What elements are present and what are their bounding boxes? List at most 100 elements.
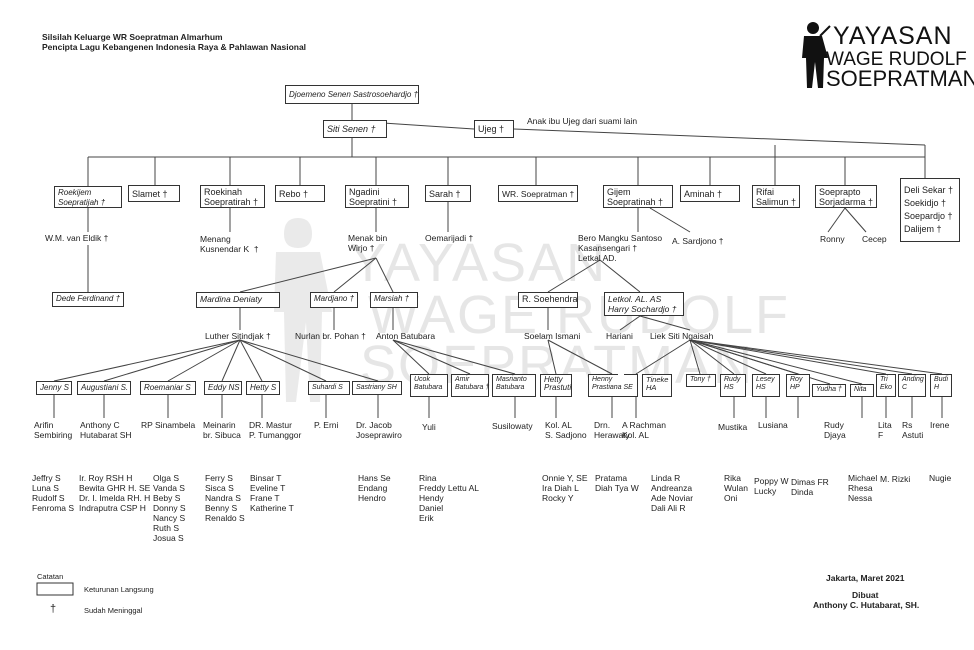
gen4-spouse: Anthony C Hutabarat SH (80, 420, 132, 440)
gen4-spouse: Lita F (878, 420, 892, 440)
logo-line-1: YAYASAN (833, 22, 953, 50)
mardina-box: Mardina Deniaty (196, 292, 280, 308)
spouse-bero: Bero Mangku Santoso Kasansengari † Letka… (578, 233, 663, 263)
spouse-eldik: W.M. van Eldik † (45, 233, 109, 243)
gijem-box: Gijem Soepratinah † (603, 185, 673, 208)
chart-title: Silsilah Keluarge WR Soepratman Almarhum (42, 32, 223, 42)
spouse-menak: Menak bin Wirjo † (348, 233, 388, 253)
chart-subtitle: Pencipta Lagu Kebangenen Indonesia Raya … (42, 42, 307, 52)
gen4-box: Roy HP (786, 374, 810, 397)
gen4-box: Yudha † (812, 384, 846, 397)
slamet-box: Slamet † (128, 185, 180, 202)
gen4-spouse: A Rachman Kol. AL (622, 420, 666, 440)
watermark-figure (274, 218, 332, 402)
gen5-children: Linda R Andreanza Ade Noviar Dali Ali R (651, 473, 694, 513)
ngadini-box: Ngadini Soepratini † (345, 185, 409, 208)
legend-dagger-icon: † (50, 603, 57, 615)
gen4-spouse: Mustika (718, 422, 748, 432)
gen4-box-spacer (618, 374, 624, 376)
gen5-children: Rina Freddy Lettu AL Hendy Daniel Erik (419, 473, 480, 523)
gen4-box: Rudy HS (720, 374, 746, 397)
watermark-line-2: WAGE RUDOLF (368, 285, 791, 345)
gen4-spouse: Rs Astuti (902, 420, 924, 440)
logo-line-2: WAGE RUDOLF (826, 49, 967, 70)
spouse-hariani: Hariani (606, 331, 633, 341)
root-ancestor: Djoemeno Senen Sastrosoehardjo † (285, 85, 419, 104)
gen4-spouse: Irene (930, 420, 950, 430)
child-cecep: Cecep (862, 234, 887, 244)
gen4-spouse: P. Erni (314, 420, 339, 430)
spouse-soelam: Soelam Ismani (524, 331, 581, 341)
ujeg-box: Ujeg † (474, 120, 514, 138)
soehendra-box: R. Soehendra (518, 292, 578, 308)
gen4-spouse: Susilowaty (492, 421, 533, 431)
gen5-children: Binsar T Eveline T Frane T Katherine T (250, 473, 294, 513)
gen5-children: Hans Se Endang Hendro (358, 473, 391, 503)
gen4-box: Roemaniar S (140, 381, 196, 395)
gen4-box: Lesey HS (752, 374, 780, 397)
gen4-spouse: Dr. Jacob Joseprawiro (356, 420, 402, 440)
gen4-box: Nita (850, 384, 874, 397)
violinist-logo-icon (802, 22, 831, 88)
letkol-box: Letkol. AL. AS Harry Sochardjo † (604, 292, 684, 316)
deli-sekar-box: Deli Sekar † Soekidjo † Soepardjo † Dali… (900, 178, 960, 242)
gen5-children: Onnie Y, SE Ira Diah L Rocky Y (542, 473, 588, 503)
spouse-liek: Liek Siti Ngaisah (650, 331, 714, 341)
gen4-box: Augustiani S. (77, 381, 131, 395)
gen5-children: Olga S Vanda S Beby S Donny S Nancy S Ru… (153, 473, 186, 543)
gen5-children: Michael Rhesa Nessa (848, 473, 878, 503)
gen4-spouse: DR. Mastur P. Tumanggor (249, 420, 302, 440)
gen4-spouse: Lusiana (758, 420, 788, 430)
gen5-children: Jeffry S Luna S Rudolf S Fenroma S (32, 473, 75, 513)
marsiah-box: Marsiah † (370, 292, 418, 308)
sarah-box: Sarah † (425, 185, 471, 202)
wr-soepratman-box: WR. Soepratman † (498, 185, 578, 202)
gen5-children: Nugie (929, 473, 952, 483)
gen5-children: M. Rizki (880, 474, 911, 484)
rifai-box: Rifai Salimun † (752, 185, 800, 208)
gen5-children: Rika Wulan Oni (724, 473, 748, 503)
gen4-box: Masrianto Batubara (492, 374, 536, 397)
child-ronny: Ronny (820, 234, 845, 244)
gen5-children: Pratama Diah Tya W (595, 473, 639, 493)
gen4-box: Jenny S (36, 381, 72, 395)
footer-author: Anthony C. Hutabarat, SH. (813, 600, 920, 610)
spouse-sardjono: A. Sardjono † (672, 236, 724, 246)
gen4-box: Ucok Batubara (410, 374, 448, 397)
watermark-line-1: YAYASAN (350, 233, 608, 293)
gen4-spouse: Drn. Herawaty (594, 420, 630, 440)
spouse-menang: Menang Kusnendar K † (200, 234, 259, 254)
gen4-spouse: Yuli (422, 422, 436, 432)
gen4-box: Tineke HA (642, 374, 672, 397)
gen4-spouse: RP Sinambela (141, 420, 196, 430)
gen4-box: Eddy NS (204, 381, 242, 395)
gen4-box: Suhardi S (308, 381, 350, 395)
gen5-children: Ir. Roy RSH H Bewita GHR H. SE Dr. I. Im… (79, 473, 151, 513)
roekijem-box: Roekijem Soepratijah † (54, 186, 122, 208)
gen4-spouse: Kol. AL S. Sadjono (545, 420, 587, 440)
gen4-box: Hetty S (246, 381, 280, 395)
footer-made-by: Dibuat (852, 590, 879, 600)
legend-title: Catatan (37, 572, 64, 581)
gen4-spouse: Rudy Djaya (824, 420, 846, 440)
footer-place-date: Jakarta, Maret 2021 (826, 573, 905, 583)
gen4-box: Hetty Prastuti (540, 374, 572, 397)
gen4-box: Tony † (686, 374, 716, 387)
gen5-children: Poppy W Lucky (754, 476, 789, 496)
spouse-anton: Anton Batubara (376, 331, 436, 341)
logo-line-3: SOEPRATMAN (826, 66, 974, 91)
soeprapto-box: Soeprapto Sorjadarma † (815, 185, 877, 208)
half-sibling-note: Anak ibu Ujeg dari suami lain (527, 116, 638, 126)
gen4-box: Budi H (930, 374, 952, 397)
gen4-box: Tri Eko (876, 374, 896, 397)
spouse-oemarijadi: Oemarijadi † (425, 233, 474, 243)
aminah-box: Aminah † (680, 185, 740, 202)
mardjano-box: Mardjano † (310, 292, 358, 308)
rebo-box: Rebo † (275, 185, 325, 202)
gen4-spouse: Meinarin br. Sibuca (203, 420, 241, 440)
legend-dagger-label: Sudah Meninggal (84, 606, 143, 615)
gen5-children: Dimas FR Dinda (791, 477, 829, 497)
siti-senen-box: Siti Senen † (323, 120, 387, 138)
